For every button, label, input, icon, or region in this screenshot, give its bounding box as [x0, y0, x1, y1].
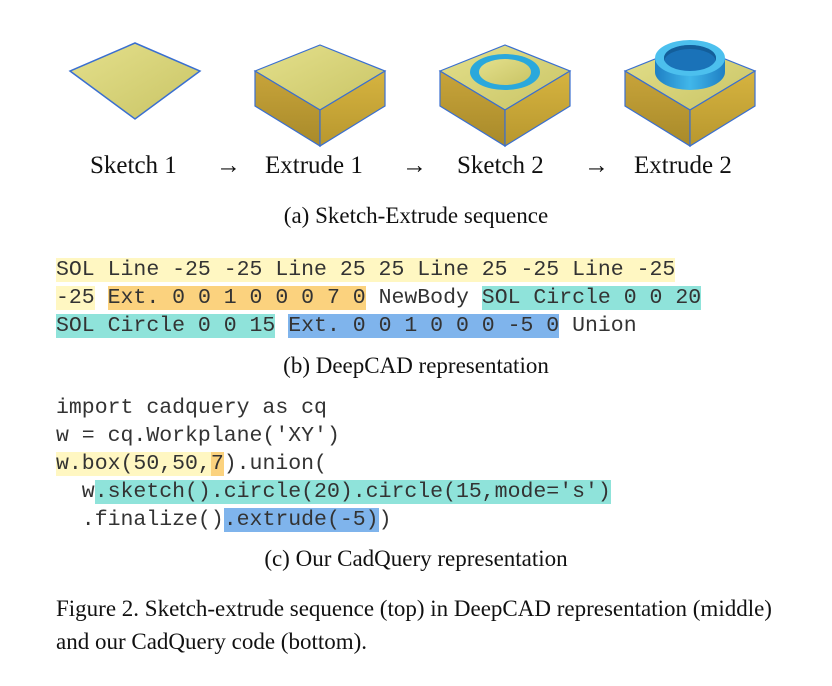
step-label-sketch-2: Sketch 2 [457, 152, 544, 179]
caption-a: (a) Sketch-Extrude sequence [283, 203, 549, 228]
extrude-2-shape [623, 40, 757, 148]
deepcad-extrude-1-tokens: Ext. 0 0 1 0 0 0 7 0 [107, 286, 366, 310]
arrow-3: → [584, 152, 609, 179]
sketch-2-shape [438, 44, 572, 148]
cadquery-box-height: 7 [210, 452, 224, 476]
cadquery-line-4: w.sketch().circle(20).circle(15,mode='s'… [56, 478, 611, 506]
step-label-extrude-1: Extrude 1 [265, 152, 363, 179]
deepcad-line-3: SOL Circle 0 0 15 Ext. 0 0 1 0 0 0 -5 0 … [56, 312, 637, 340]
cadquery-line-2: w = cq.Workplane('XY') [56, 424, 340, 448]
cadquery-close-paren: ) [378, 508, 392, 532]
deepcad-op-newbody: NewBody [365, 286, 482, 310]
cadquery-line-3: w.box(50,50,7).union( [56, 450, 327, 478]
deepcad-line-2: -25 Ext. 0 0 1 0 0 0 7 0 NewBody SOL Cir… [56, 284, 702, 312]
cadquery-finalize: .finalize() [56, 508, 224, 532]
step-label-extrude-2: Extrude 2 [634, 152, 732, 179]
cadquery-sketch-chain: .sketch().circle(20).circle(15,mode='s') [94, 480, 611, 504]
deepcad-sketch-2-circle-outer: SOL Circle 0 0 20 [481, 286, 702, 310]
cadquery-union-call: ).union( [223, 452, 327, 476]
arrow-1: → [216, 152, 241, 179]
extrude-1-shape [253, 44, 387, 148]
cad-shape-sequence [68, 40, 757, 148]
caption-c: (c) Our CadQuery representation [264, 546, 568, 571]
arrow-2: → [402, 152, 427, 179]
deepcad-sketch-1-tokens: SOL Line -25 -25 Line 25 25 Line 25 -25 … [56, 258, 676, 282]
figure-caption: Figure 2. Sketch-extrude sequence (top) … [56, 596, 772, 654]
cadquery-indent-w: w [56, 480, 95, 504]
cadquery-line-1: import cadquery as cq [56, 396, 327, 420]
deepcad-gap [275, 314, 288, 338]
deepcad-sketch-2-circle-inner: SOL Circle 0 0 15 [56, 314, 276, 338]
sketch-1-shape [68, 42, 202, 120]
cadquery-line-5: .finalize().extrude(-5)) [56, 506, 391, 534]
deepcad-extrude-2-tokens: Ext. 0 0 1 0 0 0 -5 0 [288, 314, 560, 338]
deepcad-op-union: Union [559, 314, 637, 338]
caption-b: (b) DeepCAD representation [283, 353, 549, 378]
cadquery-extrude-call: .extrude(-5) [223, 508, 379, 532]
cadquery-box-call: w.box(50,50, [56, 452, 211, 476]
deepcad-line-1: SOL Line -25 -25 Line 25 25 Line 25 -25 … [56, 256, 676, 284]
deepcad-sketch-1-tail: -25 [56, 286, 95, 310]
step-label-sketch-1: Sketch 1 [90, 152, 177, 179]
